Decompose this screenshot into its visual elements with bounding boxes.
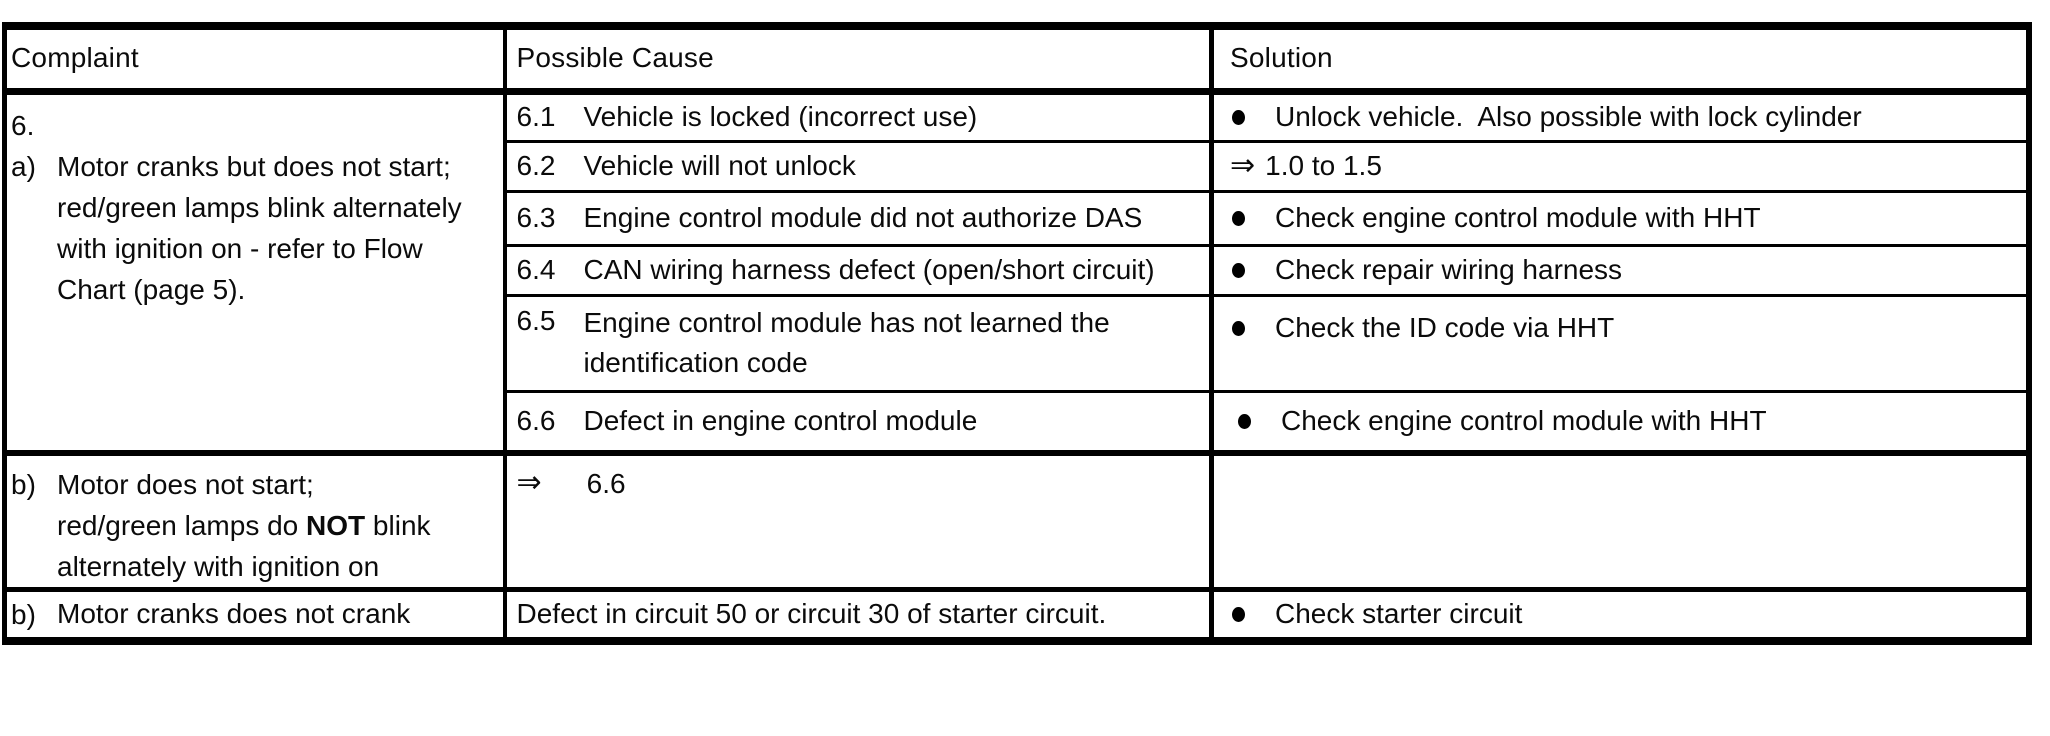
solution-text: Check engine control module with HHT (1275, 202, 1761, 233)
table-row: 6.4 CAN wiring harness defect (open/shor… (5, 245, 2029, 297)
cause-number: 6.5 (516, 305, 556, 336)
cell-solution-6-4: Check repair wiring harness (1211, 245, 2029, 297)
cause-number: 6.2 (516, 150, 556, 181)
cell-cause-6-4: 6.4 CAN wiring harness defect (open/shor… (504, 245, 1214, 297)
cell-solution-b2: Check starter circuit (1212, 590, 2029, 641)
bullet-icon (1232, 320, 1245, 336)
troubleshooting-table: Complaint Possible Cause Solution 6. a) … (2, 22, 2032, 645)
cause-ref: 6.6 (586, 468, 626, 499)
cell-complaint-b1: b) Motor does not start;red/green lamps … (4, 453, 507, 592)
complaint-text: Motor cranks but does not start; red/gre… (57, 150, 462, 305)
bullet-icon (1238, 414, 1251, 430)
cause-text: Defect in engine control module (583, 405, 978, 437)
bullet-icon (1232, 110, 1245, 125)
table-row: 6.6 Defect in engine control module Chec… (5, 391, 2029, 456)
column-header-possible-cause: Possible Cause (504, 26, 1214, 95)
arrow-icon: ⇒ (516, 465, 542, 500)
cause-text: Vehicle is locked (incorrect use) (583, 101, 978, 132)
complaint-number: 6. (11, 109, 35, 141)
column-header-complaint: Complaint (4, 26, 507, 95)
solution-text: Check engine control module with HHT (1281, 405, 1767, 437)
complaint-text: Motor does not start;red/green lamps do … (57, 469, 431, 582)
complaint-marker: b) (11, 598, 36, 630)
cell-solution-6-2: ⇒ 1.0 to 1.5 (1211, 141, 2029, 193)
cell-solution-6-3: Check engine control module with HHT (1211, 191, 2029, 247)
cause-text: Engine control module has not learned th… (583, 307, 1110, 378)
cell-solution-b1-empty (1211, 453, 2029, 592)
bullet-icon (1232, 263, 1245, 278)
cell-solution-6-1: Unlock vehicle. Also possible with lock … (1211, 91, 2029, 143)
bullet-icon (1232, 211, 1245, 226)
table-row: 6.3 Engine control module did not author… (5, 191, 2029, 247)
cause-number: 6.6 (516, 405, 556, 437)
cell-cause-b1: ⇒ 6.6 (504, 453, 1214, 592)
table-row: 6. a) Motor cranks but does not start; r… (4, 91, 2029, 456)
column-header-solution: Solution (1211, 26, 2029, 95)
table-row: 6.2 Vehicle will not unlock ⇒ 1.0 to 1.5 (5, 141, 2029, 193)
bullet-icon (1232, 607, 1245, 623)
table-row: b) Motor does not start;red/green lamps … (4, 453, 2029, 592)
cell-cause-6-5: 6.5 Engine control module has not learne… (504, 295, 1214, 393)
cell-cause-6-1: 6.1 Vehicle is locked (incorrect use) (504, 91, 1214, 143)
complaint-text: Motor cranks does not crank (57, 598, 411, 630)
table-row: b) Motor cranks does not crank Defect in… (4, 589, 2029, 641)
solution-text: Check repair wiring harness (1275, 254, 1623, 285)
solution-text: Check starter circuit (1275, 598, 1523, 630)
cause-number: 6.1 (516, 101, 556, 132)
solution-text: Check the ID code via HHT (1275, 311, 1615, 343)
complaint-marker: a) (11, 150, 36, 182)
cell-solution-6-5: Check the ID code via HHT (1211, 295, 2029, 393)
cell-cause-b2: Defect in circuit 50 or circuit 30 of st… (504, 589, 1214, 641)
cell-solution-6-6: Check engine control module with HHT (1211, 391, 2029, 456)
cell-cause-6-6: 6.6 Defect in engine control module (504, 391, 1214, 456)
cell-cause-6-2: 6.2 Vehicle will not unlock (504, 141, 1214, 193)
cause-text: Defect in circuit 50 or circuit 30 of st… (516, 598, 1107, 630)
complaint-bold-word: NOT (306, 510, 366, 541)
cause-text: Vehicle will not unlock (583, 150, 856, 181)
cell-complaint-6: 6. a) Motor cranks but does not start; r… (4, 91, 507, 456)
cell-cause-6-3: 6.3 Engine control module did not author… (504, 191, 1214, 247)
table-row: 6.5 Engine control module has not learne… (5, 295, 2029, 393)
cause-text: Engine control module did not authorize … (583, 202, 1143, 233)
complaint-marker: b) (11, 469, 36, 500)
arrow-icon: ⇒ (1230, 148, 1256, 183)
cell-complaint-b2: b) Motor cranks does not crank (4, 589, 507, 641)
header-row: Complaint Possible Cause Solution (4, 26, 2029, 95)
cause-text: CAN wiring harness defect (open/short ci… (583, 254, 1155, 285)
cause-number: 6.4 (516, 254, 556, 285)
solution-text: 1.0 to 1.5 (1265, 150, 1382, 181)
solution-text: Unlock vehicle. Also possible with lock … (1275, 101, 1862, 132)
cause-number: 6.3 (516, 202, 556, 233)
